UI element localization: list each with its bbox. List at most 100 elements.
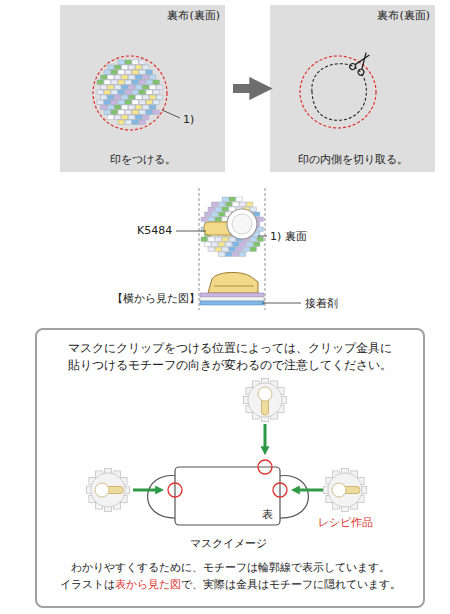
drawing-part [143,65,149,69]
drawing-part [108,85,114,89]
drawing-part [111,90,117,94]
drawing-part [254,242,260,246]
drawing-part [136,85,142,89]
drawing-part [125,120,131,124]
drawing-part [118,100,124,104]
drawing-part [215,207,221,211]
drawing-part [97,90,103,94]
drawing-part [139,100,145,104]
drawing-part [143,105,149,109]
drawing-part [104,70,110,74]
drawing-part [125,80,131,84]
footnote-text: イラストは [60,578,115,591]
drawing-part [146,70,152,74]
drawing-part [208,272,258,293]
drawing-part [232,214,252,234]
drawing-part [357,68,365,76]
drawing-part [97,100,103,104]
drawing-part [118,80,124,84]
leader-line [162,110,180,118]
drawing-part [208,237,214,241]
drawing-part [212,212,218,216]
drawing-part [153,90,159,94]
panel-ground [270,5,435,172]
part-label: マスクイメージ [190,536,267,551]
drawing-part [115,85,121,89]
drawing-part [143,95,149,99]
drawing-part [229,237,235,241]
drawing-part [215,247,221,251]
drawing-part [132,120,138,124]
drawing-part [219,212,225,216]
drawing-part [219,202,225,206]
drawing-part [250,237,256,241]
drawing-part [146,90,152,94]
cut-mark [93,56,167,130]
drawing-part [200,293,264,297]
drawing-part [143,85,149,89]
drawing-part [136,105,142,109]
drawing-part [132,70,138,74]
drawing-part [115,105,121,109]
drawing-part [324,469,367,512]
footnote-text: わかりやすくするために、モチーフは輪郭線で表示しています。 [45,560,415,577]
leader-line [258,236,267,237]
drawing-part [139,80,145,84]
drawing-part [208,247,214,251]
drawing-part [258,387,272,401]
part-label: 【横から見た図】 [112,291,200,306]
drawing-part [215,237,221,241]
drawing-part [122,85,128,89]
scissors-symbol [349,49,375,76]
drawing-part [168,483,182,497]
drawing-part [129,65,135,69]
drawing-part [240,202,246,206]
drawing-part [233,202,239,206]
panel-ground [60,5,225,172]
drawing-part [125,70,131,74]
drawing-part [205,242,211,246]
drawing-part [215,217,221,221]
drawing-part [200,301,264,305]
drawing-part [122,115,128,119]
drawing-part [132,60,138,64]
drawing-part [229,247,235,251]
bead-motif [97,60,163,124]
drawing-part [250,207,256,211]
drawing-part [175,467,280,525]
drawing-part [111,110,117,114]
spacer [65,23,220,152]
drawing-part [104,110,110,114]
drawing-part [200,297,264,301]
drawing-part [143,75,149,79]
drawing-part [111,100,117,104]
leader-line [262,303,301,304]
callout-number: 1) [183,113,194,126]
highlight-text: 表から見た図 [115,578,181,591]
drawing-part [139,70,145,74]
footnote-text: で、実際は金具はモチーフに隠れています。 [181,578,401,591]
drawing-part [115,75,121,79]
drawing-part [226,252,232,256]
drawing-part [95,483,109,497]
drawing-part [132,80,138,84]
drawing-part [118,90,124,94]
drawing-part [129,95,135,99]
part-label: 接着剤 [305,296,338,311]
drawing-part [153,110,159,114]
guide-line [265,188,266,310]
drawing-part [118,60,124,64]
drawing-part [212,202,218,206]
drawing-part [101,95,107,99]
drawing-part [240,242,246,246]
drawing-part [240,252,246,256]
drawing-part [243,247,249,251]
drawing-part [125,60,131,64]
drawing-part [129,105,135,109]
drawing-part [129,85,135,89]
step-panel: 裏布(裏面)印をつける。 [60,5,225,172]
drawing-part [129,115,135,119]
drawing-part [132,90,138,94]
